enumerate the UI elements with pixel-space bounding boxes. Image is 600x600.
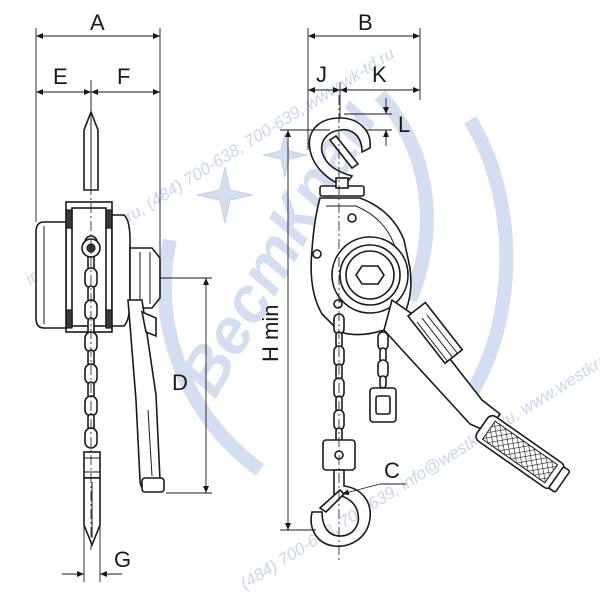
- side-ratchet: [129, 247, 161, 309]
- watermark-arcs: [157, 90, 514, 476]
- front-hex-nut: [355, 265, 385, 285]
- front-slack-chain: [377, 331, 389, 389]
- front-lever-grip: [475, 414, 571, 493]
- dim-label-l: L: [398, 112, 410, 137]
- dim-label-j: J: [316, 62, 327, 87]
- front-top-hook: [308, 117, 371, 187]
- front-bolt: [347, 213, 357, 223]
- dim-label-c: C: [384, 458, 400, 483]
- front-hook-latch: [328, 134, 360, 170]
- front-bolt: [333, 299, 343, 309]
- dim-label-g: G: [114, 547, 131, 572]
- dim-label-a: A: [90, 10, 105, 35]
- dim-label-b: B: [358, 10, 373, 35]
- side-lever-grip: [141, 477, 165, 493]
- dim-line-c-leader: [341, 483, 381, 496]
- dim-label-k: K: [372, 62, 387, 87]
- front-bolt: [312, 249, 322, 259]
- side-view: [35, 95, 165, 550]
- dim-label-h: H min: [258, 305, 283, 362]
- side-bottom-block: [83, 451, 101, 479]
- front-view: [308, 95, 571, 560]
- front-nameplate: [406, 301, 464, 365]
- dim-label-f: F: [117, 64, 130, 89]
- dimensions: A E F D G B J K L: [35, 10, 421, 582]
- watermark-star-left: [196, 166, 254, 224]
- dim-label-e: E: [53, 64, 68, 89]
- front-bottom-hook: [310, 469, 371, 547]
- side-housing-left: [35, 221, 67, 329]
- dim-label-d: D: [172, 370, 188, 395]
- side-gear-housing: [111, 214, 131, 327]
- front-bottom-latch: [318, 488, 346, 514]
